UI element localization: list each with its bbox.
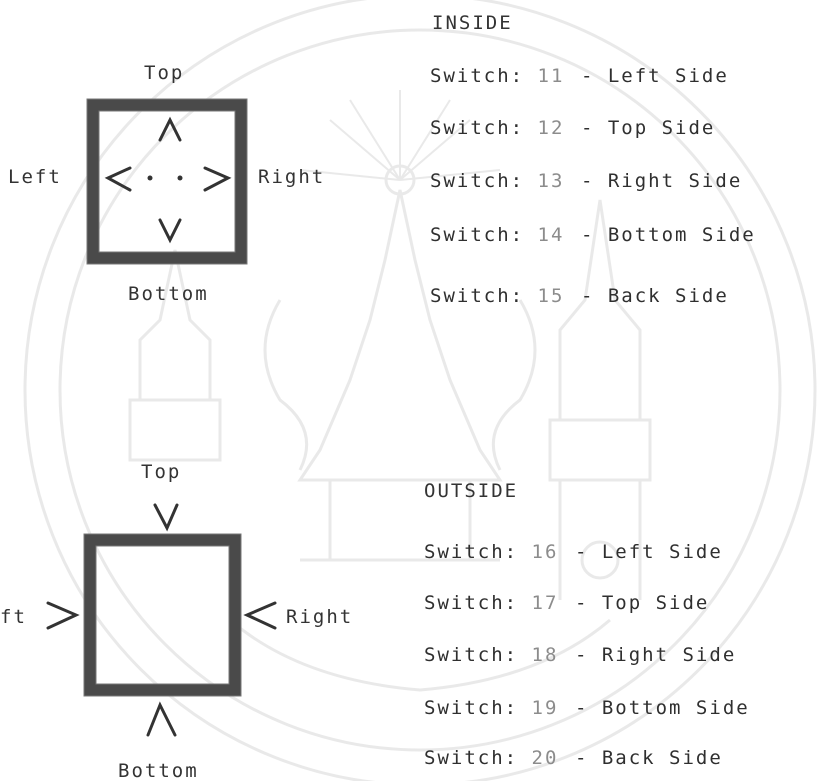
- switch-row: Switch: 18 - Right Side: [424, 646, 736, 665]
- switch-number: 14: [538, 226, 568, 245]
- switch-description: - Bottom Side: [581, 224, 756, 246]
- switch-description: - Left Side: [575, 541, 723, 563]
- switch-number: 18: [532, 646, 562, 665]
- outside-right-label: Right: [286, 608, 353, 627]
- switch-prefix: Switch:: [424, 747, 518, 769]
- switch-row: Switch: 13 - Right Side: [430, 172, 742, 191]
- switch-number: 16: [532, 543, 562, 562]
- outside-left-label: ft: [0, 608, 27, 627]
- switch-row: Switch: 15 - Back Side: [430, 287, 729, 306]
- switch-description: - Back Side: [575, 747, 723, 769]
- switch-prefix: Switch:: [424, 697, 518, 719]
- inside-center-dot-2: [178, 176, 183, 181]
- switch-row: Switch: 20 - Back Side: [424, 749, 723, 768]
- outside-bottom-label: Bottom: [118, 762, 199, 781]
- switch-prefix: Switch:: [430, 65, 524, 87]
- switch-number: 13: [538, 172, 568, 191]
- inside-center-dot-1: [148, 176, 153, 181]
- switch-number: 12: [538, 119, 568, 138]
- switch-prefix: Switch:: [424, 644, 518, 666]
- switch-row: Switch: 12 - Top Side: [430, 119, 715, 138]
- switch-description: - Top Side: [581, 117, 715, 139]
- outside-heading: OUTSIDE: [424, 482, 518, 501]
- inside-arrow-down: [160, 220, 180, 240]
- switch-description: - Right Side: [581, 170, 742, 192]
- switch-number: 17: [532, 594, 562, 613]
- inside-arrow-right: [205, 168, 228, 190]
- switch-description: - Top Side: [575, 592, 709, 614]
- switch-number: 20: [532, 749, 562, 768]
- switch-description: - Bottom Side: [575, 697, 750, 719]
- inside-heading: INSIDE: [432, 14, 513, 33]
- switch-row: Switch: 16 - Left Side: [424, 543, 723, 562]
- switch-row: Switch: 14 - Bottom Side: [430, 226, 756, 245]
- inside-left-label: Left: [8, 168, 62, 187]
- switch-row: Switch: 17 - Top Side: [424, 594, 709, 613]
- switch-number: 19: [532, 699, 562, 718]
- outside-arrow-down-to-top: [155, 505, 177, 528]
- switch-prefix: Switch:: [430, 224, 524, 246]
- switch-prefix: Switch:: [430, 170, 524, 192]
- inside-top-label: Top: [144, 64, 184, 83]
- switch-row: Switch: 19 - Bottom Side: [424, 699, 750, 718]
- outside-arrow-left-to-right: [247, 603, 275, 628]
- switch-description: - Back Side: [581, 285, 729, 307]
- switch-prefix: Switch:: [430, 117, 524, 139]
- inside-arrow-left: [108, 168, 130, 190]
- switch-prefix: Switch:: [424, 541, 518, 563]
- switch-row: Switch: 11 - Left Side: [430, 67, 729, 86]
- switch-prefix: Switch:: [430, 285, 524, 307]
- inside-bottom-label: Bottom: [128, 285, 209, 304]
- switch-prefix: Switch:: [424, 592, 518, 614]
- switch-number: 15: [538, 287, 568, 306]
- inside-arrows: [108, 120, 228, 240]
- outside-top-label: Top: [141, 463, 181, 482]
- outside-arrow-up-to-bottom: [148, 705, 175, 735]
- switch-number: 11: [538, 67, 568, 86]
- switch-description: - Right Side: [575, 644, 736, 666]
- outside-frame: [84, 534, 241, 696]
- switch-description: - Left Side: [581, 65, 729, 87]
- inside-right-label: Right: [258, 168, 325, 187]
- outside-arrow-right-to-left: [48, 603, 76, 628]
- inside-arrow-up: [160, 120, 180, 140]
